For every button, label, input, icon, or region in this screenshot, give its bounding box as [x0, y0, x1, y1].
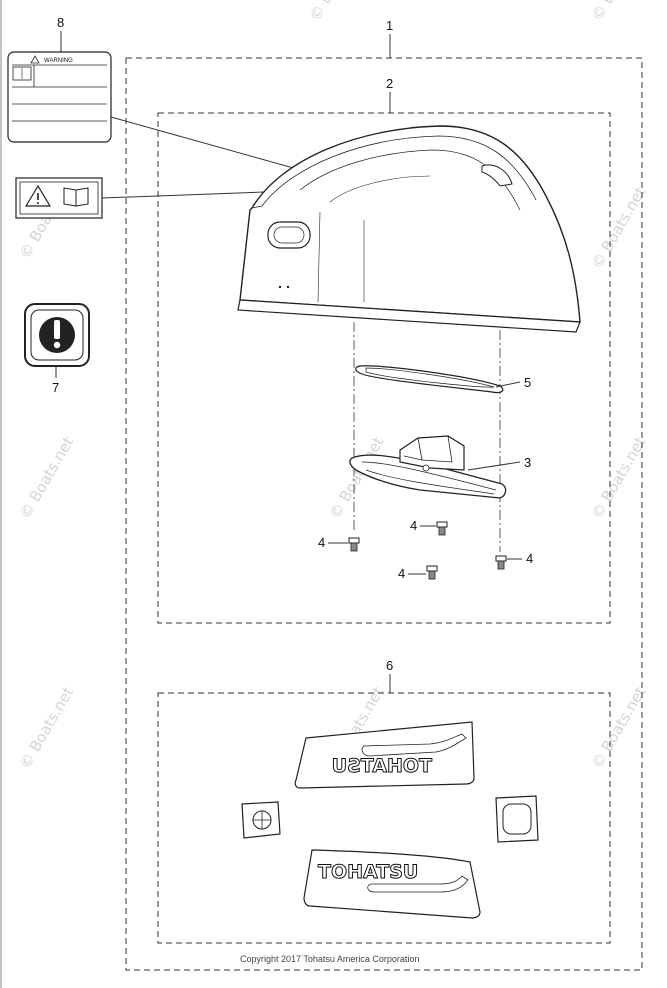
leader-8-to-cover: [110, 116, 323, 177]
watermark: © Boats.net: [16, 434, 77, 522]
screw: [495, 555, 507, 570]
intake-bracket: [349, 435, 507, 499]
screw: [348, 537, 360, 552]
cover-vent: [267, 221, 311, 249]
caution-decal: [15, 177, 103, 219]
watermark: © Boats.net: [588, 0, 649, 24]
leader-5: [495, 381, 521, 388]
warning-label: WARNING: [7, 51, 112, 143]
watermark: © Boats.net: [588, 184, 649, 272]
exclamation-decal: [24, 303, 90, 367]
decal-lower-text: TOHATSU: [318, 861, 418, 883]
decal-upper-text: TOHATSU: [332, 755, 432, 777]
watermark: © Boats.net: [588, 684, 649, 772]
warning-triangle-icon: [24, 184, 52, 207]
callout-5: 5: [524, 375, 531, 390]
leader-3: [467, 461, 521, 471]
manual-book-icon: [63, 187, 89, 207]
decal-set-box: [157, 692, 611, 944]
watermark: © Boats.net: [306, 0, 367, 24]
callout-4: 4: [318, 535, 325, 550]
watermark: © Boats.net: [16, 684, 77, 772]
decal-upper: TOHATSU: [294, 721, 475, 789]
assembly-box-1: [125, 57, 643, 971]
copyright-text: Copyright 2017 Tohatsu America Corporati…: [240, 954, 419, 964]
warning-label-heading: WARNING: [44, 58, 73, 64]
callout-4: 4: [398, 566, 405, 581]
callout-8: 8: [57, 15, 64, 30]
callout-4: 4: [410, 518, 417, 533]
callout-6: 6: [386, 658, 393, 673]
gasket-seal: [355, 365, 504, 394]
screw: [436, 521, 448, 536]
engine-cover: [237, 125, 581, 333]
watermark: © Boats.net: [588, 434, 649, 522]
decal-small-right: [495, 795, 539, 843]
screw: [426, 565, 438, 580]
callout-3: 3: [524, 455, 531, 470]
callout-2: 2: [386, 76, 393, 91]
callout-7: 7: [52, 380, 59, 395]
decal-small-left: [241, 801, 281, 839]
assembly-box-2: [157, 112, 611, 624]
decal-lower: TOHATSU: [303, 849, 481, 919]
manual-icon: [12, 66, 32, 81]
callout-1: 1: [386, 18, 393, 33]
callout-4: 4: [526, 551, 533, 566]
